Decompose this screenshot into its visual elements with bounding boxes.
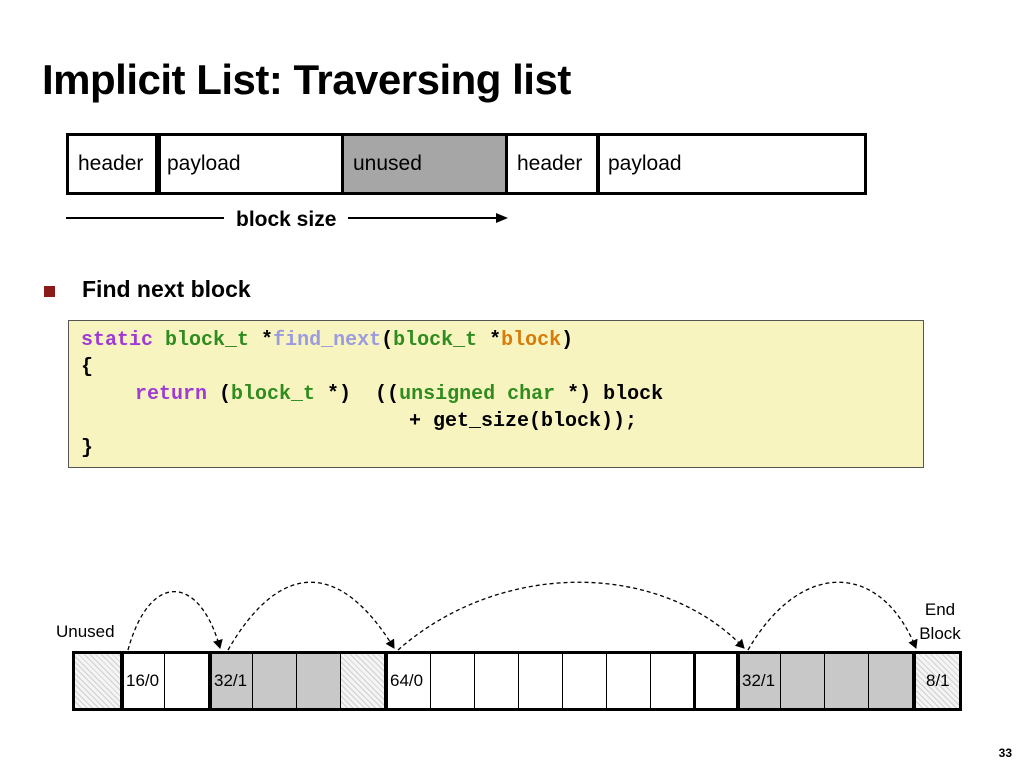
code-line-2: { [81,356,94,379]
heap-cell [165,654,209,708]
unused-label: Unused [56,622,115,641]
arc-64-to-32 [397,581,745,651]
heap-cell [781,654,825,708]
heap-cell [693,654,737,708]
heap-cell-header-32-1: 32/1 [737,654,781,708]
block-size-label: block size [236,208,337,231]
next-header-segment: header [505,133,600,195]
heap-cell [563,654,607,708]
heap-cell [519,654,563,708]
heap-cell-unused [341,654,385,708]
heap-diagram: 16/0 32/1 64/0 32/1 8/1 [72,651,962,711]
arc-32-to-64 [227,581,395,651]
block-layout-diagram: header payload unused header payload [66,133,867,195]
heap-cell [475,654,519,708]
next-payload-segment: payload [596,133,867,195]
heap-cell-header-64-0: 64/0 [385,654,431,708]
heap-cell [869,654,913,708]
block-size-line-left [66,217,224,219]
heap-cell [297,654,341,708]
bullet-icon [44,286,55,297]
code-line-3: return (block_t *) ((unsigned char *) bl… [135,383,664,406]
code-line-5: } [81,437,94,460]
heap-cell [253,654,297,708]
payload-segment: payload [155,133,344,195]
unused-segment: unused [341,133,508,195]
arc-32-to-end [747,581,918,651]
heap-cell-header-32-1: 32/1 [209,654,253,708]
code-line-1: static block_t *find_next(block_t *block… [81,329,574,352]
heap-cell-header-16-0: 16/0 [121,654,165,708]
header-segment: header [66,133,161,195]
heap-cell [825,654,869,708]
arc-16-to-32 [127,591,223,651]
heap-cell [431,654,475,708]
end-block-label: End Block [919,600,961,643]
heap-cell [651,654,695,708]
page-number: 33 [998,746,1012,760]
bullet-find-next-block: Find next block [82,276,251,302]
page-title: Implicit List: Traversing list [42,56,571,103]
heap-cell-padding [75,654,121,708]
block-size-line-right [348,217,498,219]
heap-cell-end-block-8-1: 8/1 [913,654,959,708]
code-block: static block_t *find_next(block_t *block… [68,320,924,468]
heap-cell [607,654,651,708]
code-line-4: + get_size(block)); [409,410,638,433]
